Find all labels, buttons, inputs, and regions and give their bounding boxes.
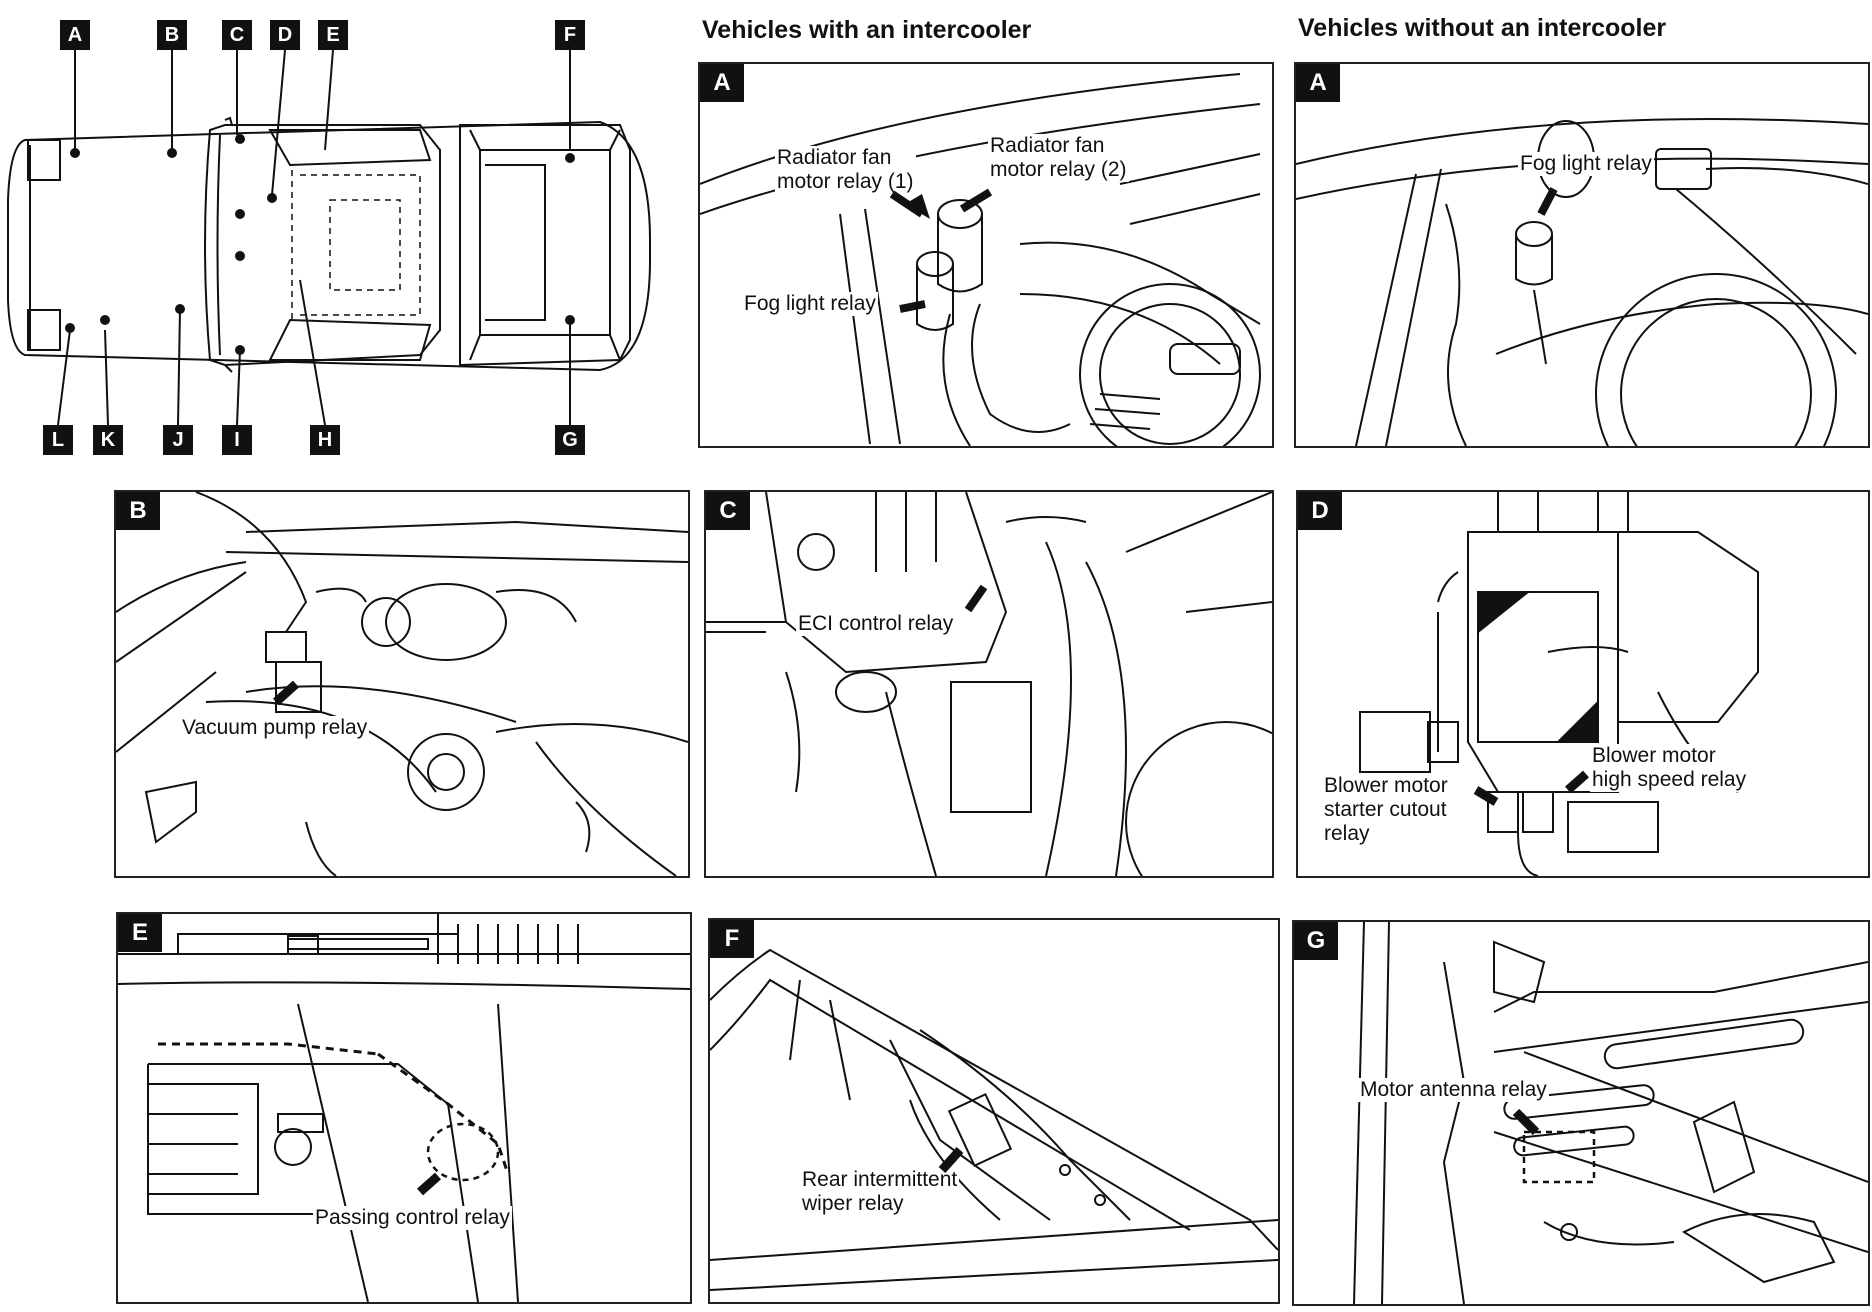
eci-control-relay-label: ECI control relay [796, 612, 956, 637]
panel-b-tag: B [116, 492, 160, 530]
illustration-f [710, 948, 1278, 1291]
panel-c: C ECI control relay [704, 490, 1274, 878]
illustration-b [116, 492, 688, 876]
panel-e-tag: E [118, 914, 162, 952]
pointer-arrows-a-without [1537, 187, 1558, 216]
radiator-fan-relay-2-label: Radiator fan motor relay (2) [988, 134, 1129, 183]
header-with-intercooler: Vehicles with an intercooler [702, 16, 1032, 44]
pointer-arrows-g [1512, 1108, 1540, 1136]
panel-g: G Motor antenna relay [1292, 920, 1870, 1306]
panel-g-tag: G [1294, 922, 1338, 960]
locator-tag-h: H [310, 425, 340, 455]
panel-e: E Passing control relay [116, 912, 692, 1304]
locator-tag-b: B [157, 20, 187, 50]
blower-starter-cutout-relay-label: Blower motor starter cutout relay [1322, 774, 1450, 847]
motor-antenna-relay-label: Motor antenna relay [1358, 1078, 1549, 1103]
illustration-e [118, 914, 690, 1302]
locator-tag-k: K [93, 425, 123, 455]
panel-a-with-intercooler: A Radiator fan motor relay (1) Radiator … [698, 62, 1274, 448]
pointer-arrows-a-with [889, 188, 993, 313]
locator-tag-d: D [270, 20, 300, 50]
locator-tag-l: L [43, 425, 73, 455]
panel-a-with-tag: A [700, 64, 744, 102]
locator-tag-a: A [60, 20, 90, 50]
locator-tag-f: F [555, 20, 585, 50]
vacuum-pump-relay-label: Vacuum pump relay [180, 716, 370, 741]
panel-a-without-intercooler: A Fog light relay [1294, 62, 1870, 448]
panel-b: B Vacuum pump relay [114, 490, 690, 878]
pointer-arrows-f [938, 1146, 964, 1174]
pointer-arrows-d [1473, 770, 1589, 806]
locator-tag-e: E [318, 20, 348, 50]
panel-d: D Blower motor starter cutout relay Blow… [1296, 490, 1870, 878]
pointer-arrows-c [964, 584, 988, 613]
illustration-c [706, 492, 1272, 876]
panel-c-tag: C [706, 492, 750, 530]
fog-light-relay-label-2: Fog light relay [1518, 152, 1654, 177]
panel-d-tag: D [1298, 492, 1342, 530]
header-without-intercooler: Vehicles without an intercooler [1298, 14, 1667, 42]
panel-f-tag: F [710, 920, 754, 958]
car-locator: A B C D E F L K J I H G [0, 0, 660, 470]
passing-control-relay-label: Passing control relay [313, 1206, 512, 1231]
blower-high-speed-relay-label: Blower motor high speed relay [1590, 744, 1749, 793]
illustration-g [1353, 922, 1868, 1304]
panel-a-without-tag: A [1296, 64, 1340, 102]
locator-tag-i: I [222, 425, 252, 455]
illustration-a-with [700, 73, 1261, 446]
locator-tag-g: G [555, 425, 585, 455]
car-outline [7, 49, 651, 426]
radiator-fan-relay-1-label: Radiator fan motor relay (1) [775, 146, 916, 195]
locator-tag-j: J [163, 425, 193, 455]
panel-f: F Rear intermittent wiper relay [708, 918, 1280, 1304]
pointer-arrows-b [272, 680, 300, 706]
locator-points [65, 134, 575, 355]
illustration-a-without [1296, 118, 1868, 446]
rear-intermittent-wiper-relay-label: Rear intermittent wiper relay [800, 1168, 960, 1217]
fog-light-relay-label: Fog light relay [742, 292, 878, 317]
illustration-d [1359, 492, 1759, 876]
locator-tag-c: C [222, 20, 252, 50]
pointer-arrows-e [417, 1172, 441, 1196]
